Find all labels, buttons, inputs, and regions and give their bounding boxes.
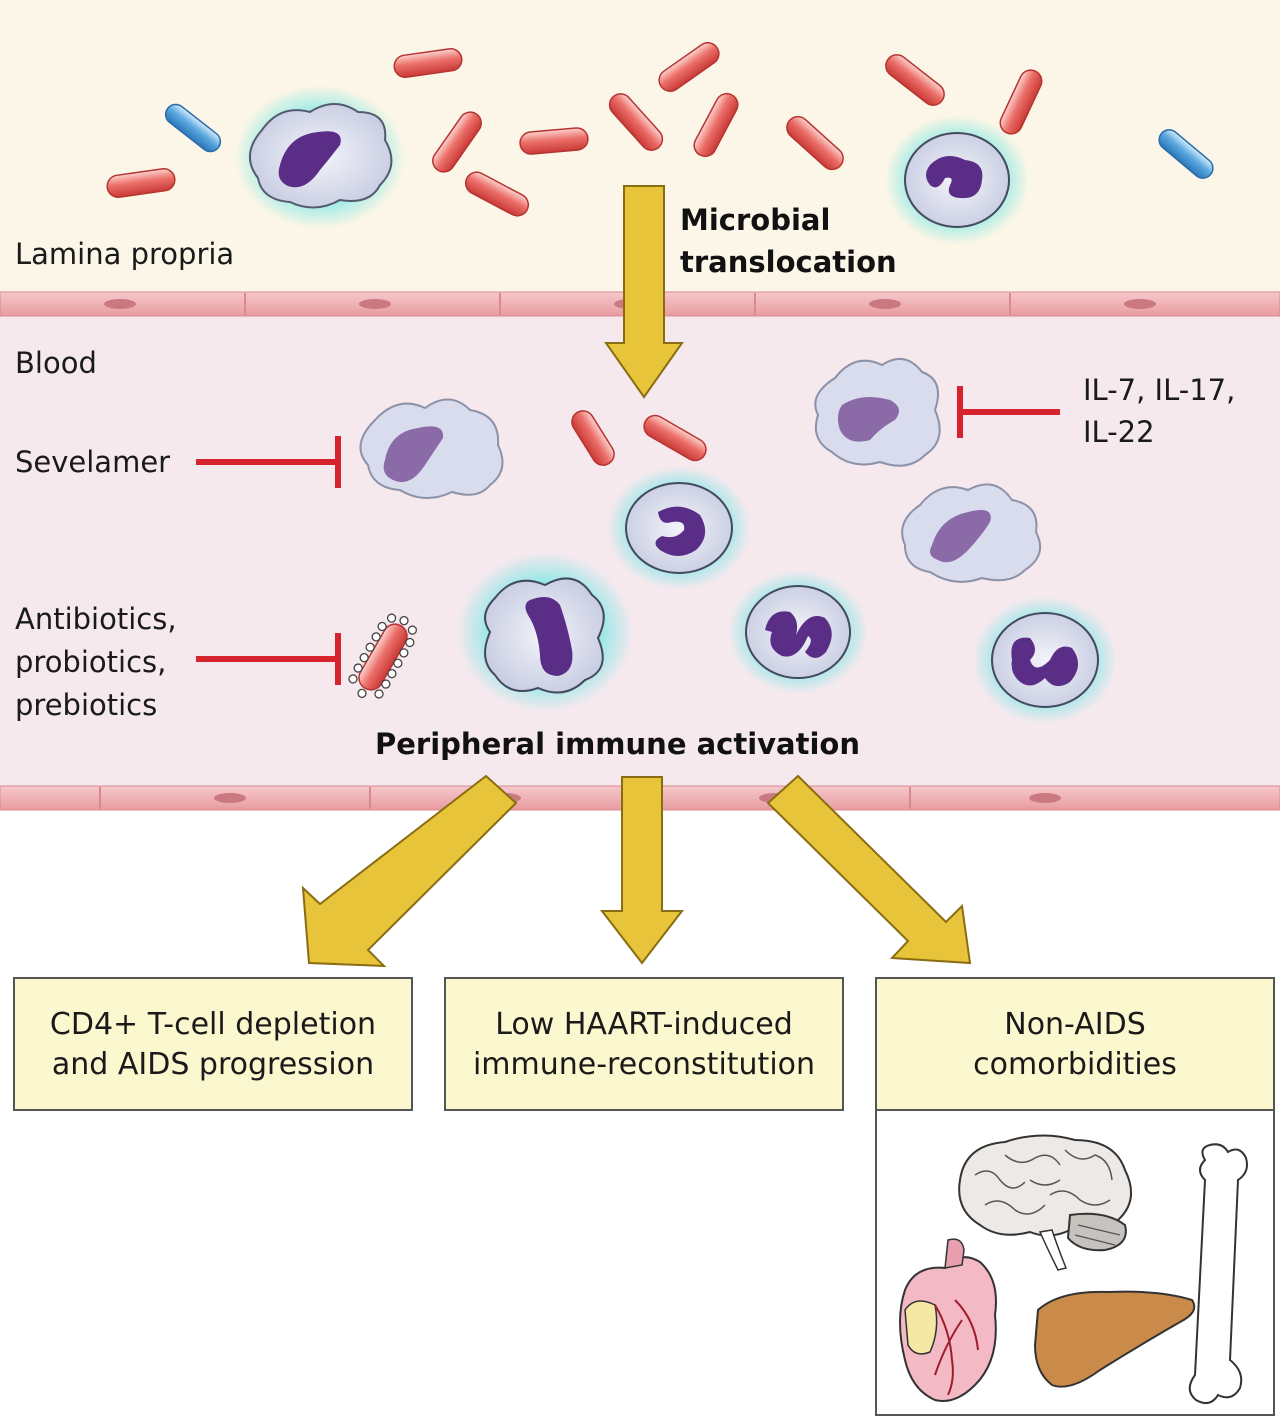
arrow-to-low-reconstitution (599, 776, 685, 965)
bacterium-icon (464, 171, 530, 217)
bacterium-icon (786, 115, 844, 171)
macrophage-lamina (235, 85, 405, 229)
antibiotics-label-1: Antibiotics, (15, 602, 177, 636)
brain-icon (958, 1134, 1133, 1271)
translocation-arrow (604, 185, 684, 399)
outcome-cd4-line-2: and AIDS progression (52, 1047, 374, 1082)
liver-icon (1033, 1290, 1196, 1388)
outcome-haart-line-1: Low HAART-induced (495, 1007, 793, 1042)
arrow-to-comorbidities (766, 774, 972, 965)
macrophage-inactive-right-top (814, 357, 941, 467)
macrophage-inactive-left (359, 398, 504, 499)
bacterium-icon (432, 111, 482, 173)
bacterium-icon (571, 410, 615, 466)
blood-label: Blood (15, 346, 97, 380)
outcome-cd4-line-1: CD4+ T-cell depletion (50, 1007, 376, 1042)
bacterium-icon (643, 414, 707, 462)
coated-bacterium-icon (348, 613, 418, 699)
lamina-propria-label: Lamina propria (15, 237, 234, 271)
macrophage-active-blood (457, 552, 633, 712)
sevelamer-label: Sevelamer (15, 445, 170, 479)
bacterium-blue-icon (164, 103, 222, 153)
bacteria-blood (571, 410, 707, 466)
bacterium-icon (885, 54, 945, 106)
bacterium-icon (608, 93, 664, 151)
microbial-translocation-label-2: translocation (680, 245, 897, 279)
bacterium-icon (999, 69, 1043, 135)
bacterium-icon (106, 168, 176, 198)
bone-icon (1188, 1143, 1248, 1405)
bacterium-icon (393, 48, 463, 78)
inhibitor-interleukins (957, 386, 1060, 438)
antibiotics-label-2: probiotics, (15, 645, 166, 679)
outcome-box-haart: Low HAART-induced immune-reconstitution (444, 977, 844, 1111)
outcome-comorbidities-line-1: Non-AIDS (1004, 1007, 1146, 1042)
interleukins-label-1: IL-7, IL-17, (1083, 373, 1235, 407)
outcome-box-cd4: CD4+ T-cell depletion and AIDS progressi… (13, 977, 413, 1111)
bacterium-icon (693, 92, 739, 158)
neutrophil-blood-center (607, 466, 751, 590)
inhibitor-antibiotics (196, 633, 341, 685)
bacterium-icon (658, 42, 720, 92)
neutrophil-lamina (885, 115, 1029, 245)
bacterium-icon (519, 127, 589, 155)
heart-icon (899, 1238, 997, 1402)
bacteria-lamina (106, 42, 1214, 217)
microbial-translocation-label-1: Microbial (680, 203, 830, 237)
arrow-to-cd4-depletion (301, 774, 518, 968)
antibiotics-label-3: prebiotics (15, 688, 157, 722)
outcome-comorbidities-line-2: comorbidities (973, 1047, 1177, 1082)
inhibitor-sevelamer (196, 436, 341, 488)
outcome-arrows (301, 774, 972, 968)
neutrophil-blood-middle (728, 570, 868, 694)
macrophage-inactive-right-bottom (901, 483, 1042, 583)
neutrophil-blood-right (973, 596, 1117, 724)
outcome-haart-line-2: immune-reconstitution (473, 1047, 815, 1082)
bacterium-blue-icon (1158, 129, 1214, 179)
interleukins-label-2: IL-22 (1083, 415, 1155, 449)
peripheral-activation-label: Peripheral immune activation (375, 727, 860, 761)
